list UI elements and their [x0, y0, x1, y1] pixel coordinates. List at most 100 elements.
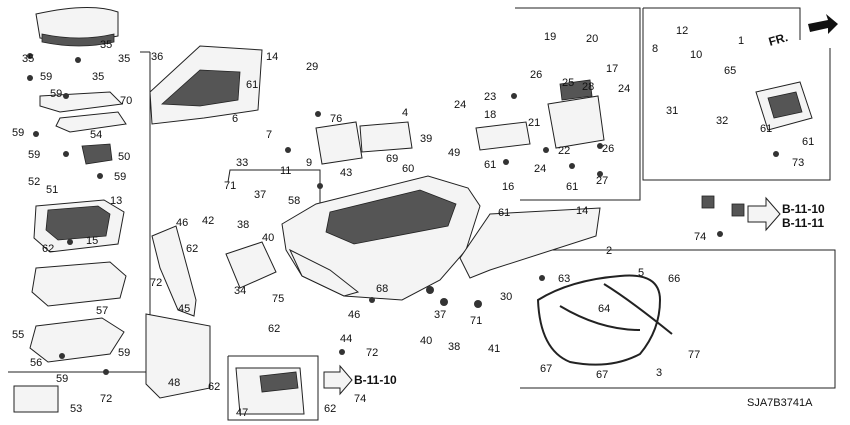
part-callout-37: 37: [254, 189, 266, 201]
part-callout-72: 72: [100, 393, 112, 405]
part-callout-8: 8: [652, 43, 658, 55]
part-callout-68: 68: [376, 283, 388, 295]
part-callout-44: 44: [340, 333, 352, 345]
front-direction-label: FR.: [767, 30, 789, 49]
lower-trim-part: [235, 367, 305, 415]
part-callout-62: 62: [324, 403, 336, 415]
mount-bracket-part: [29, 317, 125, 363]
part-callout-21: 21: [528, 117, 540, 129]
part-callout-24: 24: [534, 163, 546, 175]
part-callout-69: 69: [386, 153, 398, 165]
part-callout-73: 73: [792, 157, 804, 169]
part-callout-16: 16: [502, 181, 514, 193]
part-callout-23: 23: [484, 91, 496, 103]
mat-insert-part: [359, 121, 413, 153]
part-callout-1: 1: [738, 35, 744, 47]
part-callout-61: 61: [760, 123, 772, 135]
part-callout-62: 62: [42, 243, 54, 255]
part-callout-25: 25: [562, 77, 574, 89]
lid-cover-part: [475, 121, 531, 151]
part-callout-61: 61: [802, 136, 814, 148]
cup-holder-part: [547, 79, 605, 149]
part-callout-57: 57: [96, 305, 108, 317]
part-callout-59: 59: [28, 149, 40, 161]
part-callout-6: 6: [232, 113, 238, 125]
part-callout-55: 55: [12, 329, 24, 341]
part-callout-62: 62: [268, 323, 280, 335]
vent-part: [225, 241, 277, 289]
part-callout-40: 40: [262, 232, 274, 244]
side-trim-left-part: [145, 225, 211, 399]
fasteners: [27, 53, 779, 375]
part-callout-61: 61: [246, 79, 258, 91]
part-callout-50: 50: [118, 151, 130, 163]
switch-panel-part: [315, 121, 363, 165]
reference-label-3: B-11-10: [354, 373, 397, 387]
part-callout-31: 31: [666, 105, 678, 117]
part-callout-35: 35: [100, 39, 112, 51]
part-callout-62: 62: [208, 381, 220, 393]
part-callout-67: 67: [596, 369, 608, 381]
part-callout-43: 43: [340, 167, 352, 179]
part-callout-17: 17: [606, 63, 618, 75]
part-callout-59: 59: [118, 347, 130, 359]
armrest-tray-part: [39, 91, 127, 133]
part-callout-70: 70: [120, 95, 132, 107]
part-callout-51: 51: [46, 184, 58, 196]
front-direction-arrow: [808, 14, 838, 34]
part-callout-56: 56: [30, 357, 42, 369]
part-callout-19: 19: [544, 31, 556, 43]
part-callout-4: 4: [402, 107, 408, 119]
part-callout-18: 18: [484, 109, 496, 121]
part-callout-35: 35: [118, 53, 130, 65]
part-callout-59: 59: [56, 373, 68, 385]
console-box-lower-part: [31, 261, 127, 307]
part-callout-13: 13: [110, 195, 122, 207]
part-callout-71: 71: [224, 180, 236, 192]
part-callout-61: 61: [498, 207, 510, 219]
side-trim-right-part: [459, 207, 601, 279]
part-callout-75: 75: [272, 293, 284, 305]
reference-label-2: B-11-11: [782, 216, 824, 230]
part-callout-32: 32: [716, 115, 728, 127]
part-callout-37: 37: [434, 309, 446, 321]
part-callout-2: 2: [606, 245, 612, 257]
part-callout-61: 61: [484, 159, 496, 171]
wire-harness-part: [536, 274, 673, 366]
part-callout-46: 46: [176, 217, 188, 229]
part-callout-28: 28: [582, 81, 594, 93]
shift-indicator-part: [755, 81, 813, 131]
part-callout-59: 59: [40, 71, 52, 83]
part-callout-46: 46: [348, 309, 360, 321]
part-callout-9: 9: [306, 157, 312, 169]
armrest-lid-part: [35, 7, 119, 47]
part-callout-38: 38: [237, 219, 249, 231]
part-callout-3: 3: [656, 367, 662, 379]
part-callout-62: 62: [186, 243, 198, 255]
part-callout-72: 72: [150, 277, 162, 289]
reference-label-1: B-11-10: [782, 202, 825, 216]
part-callout-5: 5: [638, 267, 644, 279]
part-callout-14: 14: [576, 205, 588, 217]
part-callout-24: 24: [454, 99, 466, 111]
part-callout-74: 74: [354, 393, 366, 405]
part-callout-61: 61: [566, 181, 578, 193]
hinge-bracket-part: [81, 143, 113, 165]
part-callout-63: 63: [558, 273, 570, 285]
part-callout-64: 64: [598, 303, 610, 315]
part-callout-29: 29: [306, 61, 318, 73]
console-box-part: [33, 199, 125, 253]
part-callout-39: 39: [420, 133, 432, 145]
part-callout-52: 52: [28, 176, 40, 188]
part-callout-20: 20: [586, 33, 598, 45]
part-callout-66: 66: [668, 273, 680, 285]
part-callout-30: 30: [500, 291, 512, 303]
part-callout-65: 65: [724, 65, 736, 77]
diagram-code: SJA7B3741A: [747, 397, 813, 409]
part-callout-36: 36: [151, 51, 163, 63]
part-callout-7: 7: [266, 129, 272, 141]
part-callout-26: 26: [530, 69, 542, 81]
part-callout-59: 59: [50, 88, 62, 100]
